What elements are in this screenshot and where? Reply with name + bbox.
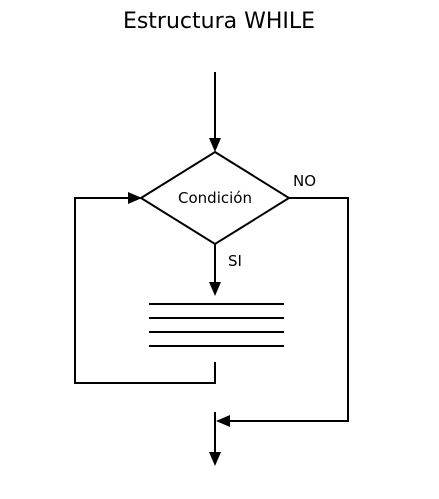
diagram-title: Estructura WHILE (123, 9, 315, 34)
loop-back-edge (74, 192, 216, 384)
exit-edge (209, 412, 221, 466)
condition-node: Condición (139, 150, 291, 246)
yes-label: SI (228, 252, 242, 270)
process-node (149, 303, 284, 347)
condition-label: Condición (178, 189, 252, 207)
no-label: NO (293, 172, 316, 190)
no-edge: NO (216, 172, 349, 427)
yes-edge: SI (209, 244, 242, 296)
entry-edge (209, 72, 221, 152)
